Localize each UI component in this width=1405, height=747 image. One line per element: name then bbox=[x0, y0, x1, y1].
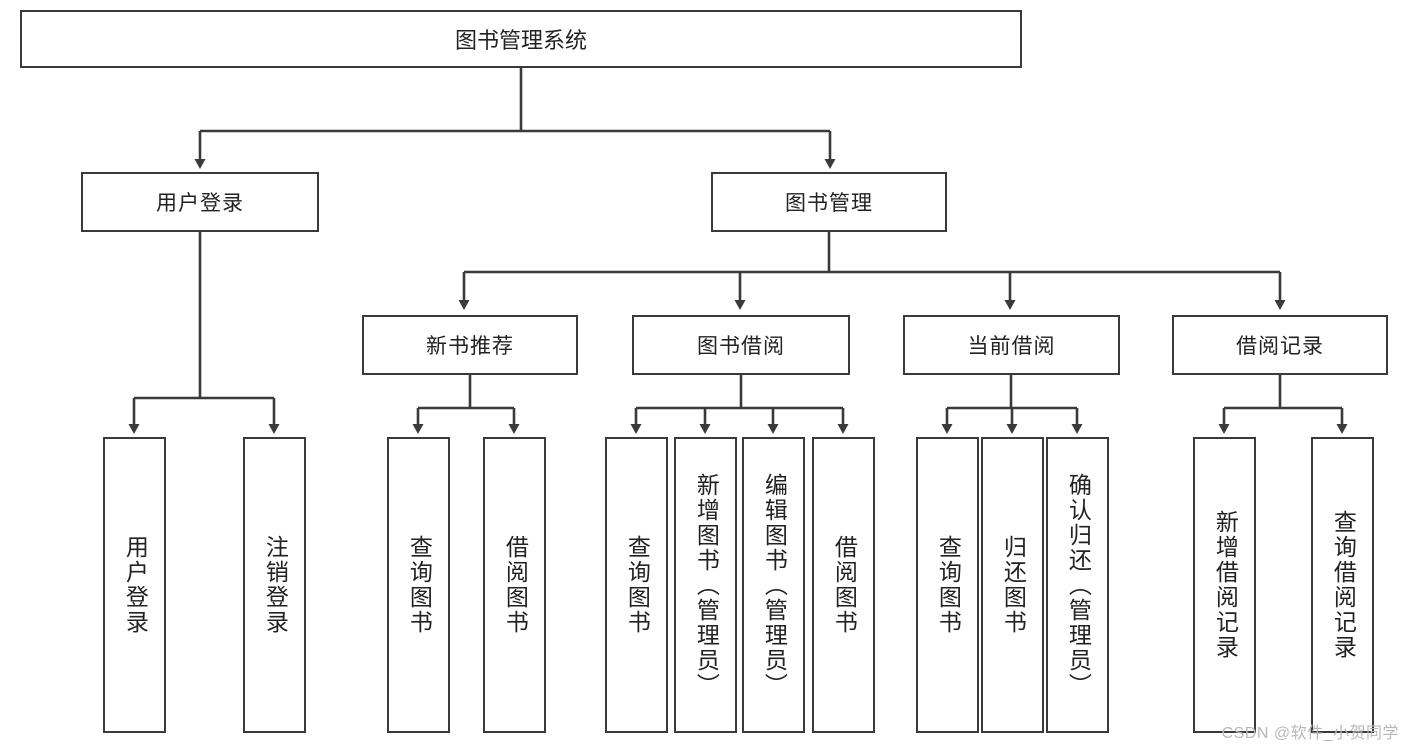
node-label: 图书管理 bbox=[785, 192, 873, 215]
node-book-borrow[interactable]: 图书借阅 bbox=[632, 315, 850, 375]
leaf-label: 查询图书 bbox=[935, 535, 962, 635]
leaf-label: 归还图书 bbox=[1000, 535, 1027, 635]
leaf-label: 查询借阅记录 bbox=[1330, 510, 1357, 660]
leaf-current-confirm-return-admin[interactable]: 确认归还（管理员） bbox=[1046, 437, 1109, 733]
leaf-label: 用户登录 bbox=[122, 535, 149, 635]
node-borrow-record[interactable]: 借阅记录 bbox=[1172, 315, 1388, 375]
leaf-current-query-book[interactable]: 查询图书 bbox=[916, 437, 979, 733]
leaf-user-login-login[interactable]: 用户登录 bbox=[103, 437, 166, 733]
watermark-text: CSDN @软件_小贺同学 bbox=[1221, 725, 1399, 742]
node-label: 图书借阅 bbox=[697, 335, 785, 358]
leaf-borrow-borrow-book[interactable]: 借阅图书 bbox=[812, 437, 875, 733]
leaf-borrow-add-book-admin[interactable]: 新增图书（管理员） bbox=[674, 437, 737, 733]
node-book-management[interactable]: 图书管理 bbox=[711, 172, 947, 232]
leaf-borrow-query-book[interactable]: 查询图书 bbox=[605, 437, 668, 733]
leaf-label: 确认归还（管理员） bbox=[1065, 472, 1092, 698]
leaf-label: 注销登录 bbox=[262, 535, 289, 635]
node-label: 用户登录 bbox=[156, 192, 244, 215]
leaf-recommend-query-book[interactable]: 查询图书 bbox=[387, 437, 450, 733]
leaf-current-return-book[interactable]: 归还图书 bbox=[981, 437, 1044, 733]
node-label: 新书推荐 bbox=[426, 335, 514, 358]
node-label: 借阅记录 bbox=[1236, 335, 1324, 358]
node-label: 当前借阅 bbox=[967, 335, 1056, 358]
leaf-label: 借阅图书 bbox=[502, 535, 529, 635]
leaf-label: 新增图书（管理员） bbox=[693, 472, 720, 698]
node-label: 图书管理系统 bbox=[454, 28, 587, 53]
leaf-label: 编辑图书（管理员） bbox=[761, 472, 788, 698]
node-new-book-recommend[interactable]: 新书推荐 bbox=[362, 315, 578, 375]
leaf-user-login-logout[interactable]: 注销登录 bbox=[243, 437, 306, 733]
leaf-label: 查询图书 bbox=[624, 535, 651, 635]
leaf-label: 新增借阅记录 bbox=[1212, 510, 1239, 660]
leaf-record-query-record[interactable]: 查询借阅记录 bbox=[1311, 437, 1374, 733]
leaf-borrow-edit-book-admin[interactable]: 编辑图书（管理员） bbox=[742, 437, 805, 733]
leaf-label: 查询图书 bbox=[406, 535, 433, 635]
node-user-login[interactable]: 用户登录 bbox=[81, 172, 319, 232]
node-current-borrow[interactable]: 当前借阅 bbox=[903, 315, 1120, 375]
node-root-system[interactable]: 图书管理系统 bbox=[20, 10, 1022, 68]
leaf-record-add-record[interactable]: 新增借阅记录 bbox=[1193, 437, 1256, 733]
leaf-label: 借阅图书 bbox=[831, 535, 858, 635]
leaf-recommend-borrow-book[interactable]: 借阅图书 bbox=[483, 437, 546, 733]
